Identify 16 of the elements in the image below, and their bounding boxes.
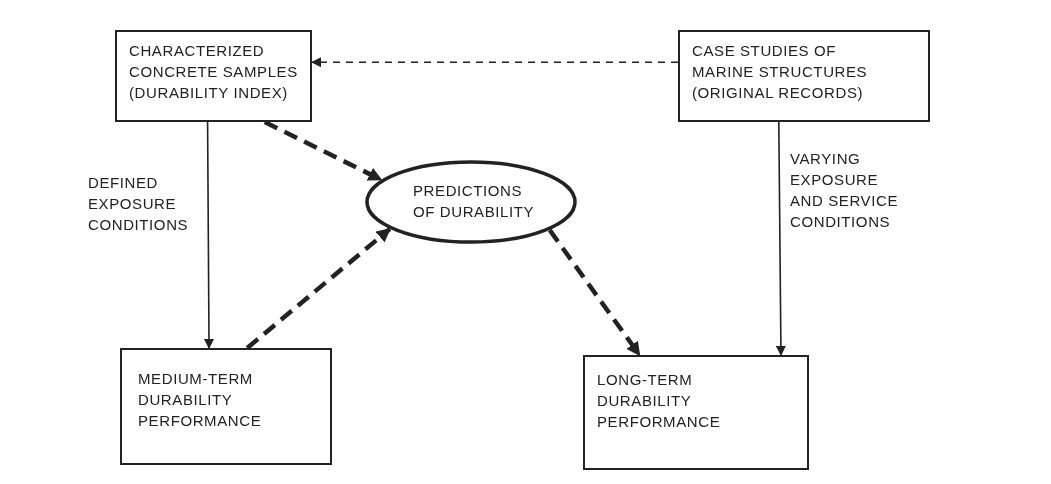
process-box: [115, 30, 312, 122]
node-text: LONG-TERM DURABILITY PERFORMANCE: [597, 370, 722, 432]
process-box: [678, 30, 930, 122]
dashed-arrow: [547, 228, 642, 357]
process-box: [583, 355, 809, 470]
arrow: [204, 121, 214, 349]
process-box: [120, 348, 332, 465]
dashed-arrow: [245, 227, 392, 350]
ellipse-node: [365, 160, 577, 244]
node-text: CASE STUDIES OF MARINE STRUCTURES (ORIGINAL RECORDS): [692, 41, 869, 103]
dashed-arrow: [263, 120, 383, 182]
node-text: MEDIUM-TERM DURABILITY PERFORMANCE: [138, 369, 263, 431]
node-text: CHARACTERIZED CONCRETE SAMPLES (DURABILITY INDEX): [129, 41, 299, 103]
node-text: PREDICTIONS OF DURABILITY: [413, 181, 536, 222]
arrow: [775, 121, 786, 356]
dashed-arrow: [311, 57, 679, 68]
